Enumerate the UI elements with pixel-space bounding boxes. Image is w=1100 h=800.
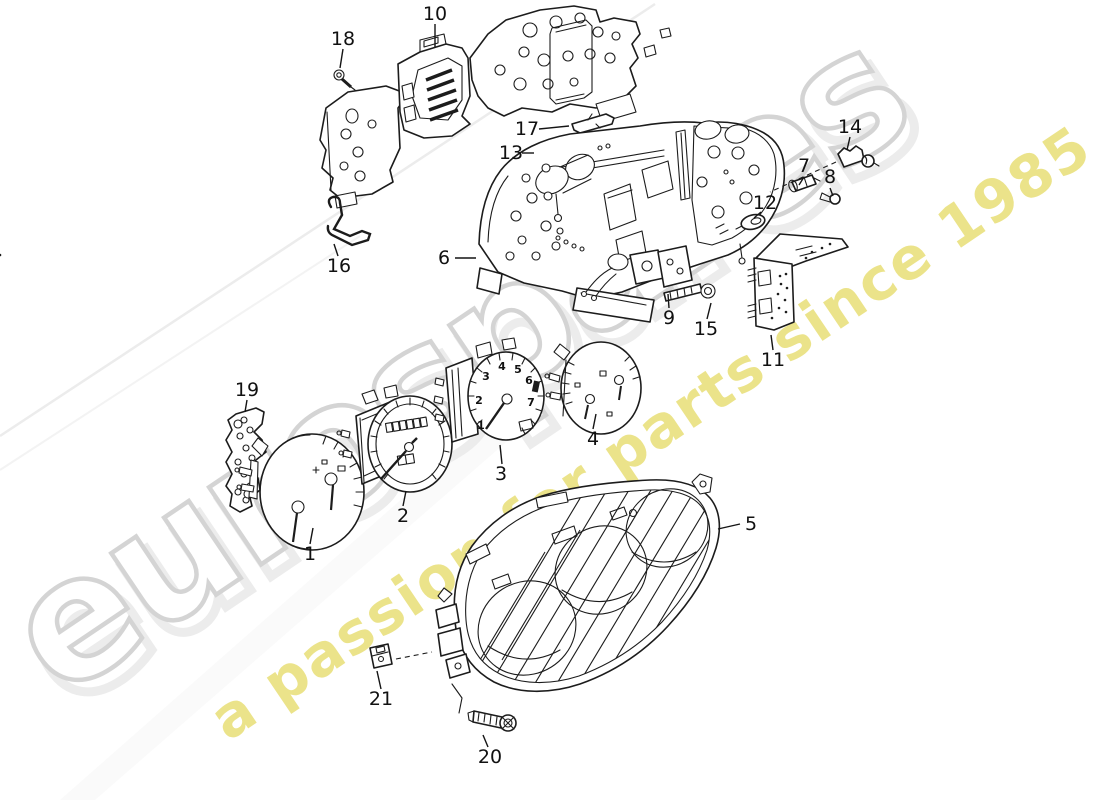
pcb-11 [0,233,849,331]
leader-2 [402,490,407,507]
leader-21 [376,670,382,690]
leader-4 [592,413,597,430]
part-label-21: 21 [369,688,393,710]
tach-number-6: 6 [525,374,533,387]
part-label-11: 11 [761,349,785,371]
part-label-8: 8 [824,166,836,188]
leader-11 [770,334,774,351]
tach-number-2: 2 [475,394,483,407]
bulb-socket-7 [788,174,821,193]
bulb-8 [819,192,841,205]
part-label-9: 9 [663,307,675,329]
motor-9 [580,245,693,302]
assembly-axis-21 [395,651,433,660]
clip-nut-21 [369,643,393,669]
assembly-axis-14 [769,161,837,193]
part-label-17: 17 [515,118,539,140]
leader-1 [309,527,314,545]
part-label-2: 2 [397,505,409,527]
speedometer-2 [336,384,453,493]
leader-20 [482,734,489,748]
leader-19 [244,399,248,413]
part-label-12: 12 [753,192,777,214]
bracket-17 [571,113,615,134]
leader-14 [846,136,851,151]
leader-8 [829,187,834,197]
part-label-15: 15 [694,318,718,340]
wire-clip-16 [326,195,372,247]
rear-panel-connector [397,33,471,139]
leader-5 [717,523,741,530]
leader-7 [798,176,805,186]
grommet-12 [735,213,766,231]
part-label-6: 6 [438,247,450,269]
tach-number-5: 5 [514,363,522,376]
part-label-4: 4 [587,428,599,450]
leader-18 [339,48,344,69]
leader-17 [538,125,570,130]
leader-3 [499,444,503,465]
housing-6 [476,120,786,323]
bulb-socket-14 [837,145,880,168]
part-label-3: 3 [495,463,507,485]
part-label-14: 14 [838,116,862,138]
tach-number-3: 3 [482,370,490,383]
screw-15 [663,283,716,302]
tach-number-1: 1 [477,419,485,432]
lens-assembly [369,473,721,732]
part-label-1: 1 [304,543,316,565]
screw-20 [451,683,517,732]
part-label-18: 18 [331,28,355,50]
part-label-7: 7 [798,155,810,177]
rear-panel-right-plate [469,5,672,123]
part-label-13: 13 [499,142,523,164]
part-label-10: 10 [423,3,447,25]
tach-number-7: 7 [527,396,535,409]
tach-number-4: 4 [498,360,506,373]
part-label-19: 19 [235,379,259,401]
part-label-20: 20 [478,746,502,768]
leader-9 [667,293,670,309]
screw-18 [333,69,356,91]
gauge-1 [234,433,365,551]
leader-15 [706,302,712,320]
rear-panel-left-plate [319,85,405,209]
gauge-4 [544,341,642,435]
part-label-5: 5 [745,513,757,535]
gauges: 1 2 3 4 5 6 7 [225,337,642,551]
housing-assembly [0,120,880,331]
tachometer-3: 1 2 3 4 5 6 7 [433,337,545,443]
lens-5 [435,473,721,693]
callouts: 1 2 3 4 5 6 7 8 9 10 11 12 13 14 15 16 1… [235,3,862,768]
leader-16 [333,243,339,257]
leader-12 [753,211,762,219]
part-label-16: 16 [327,255,351,277]
